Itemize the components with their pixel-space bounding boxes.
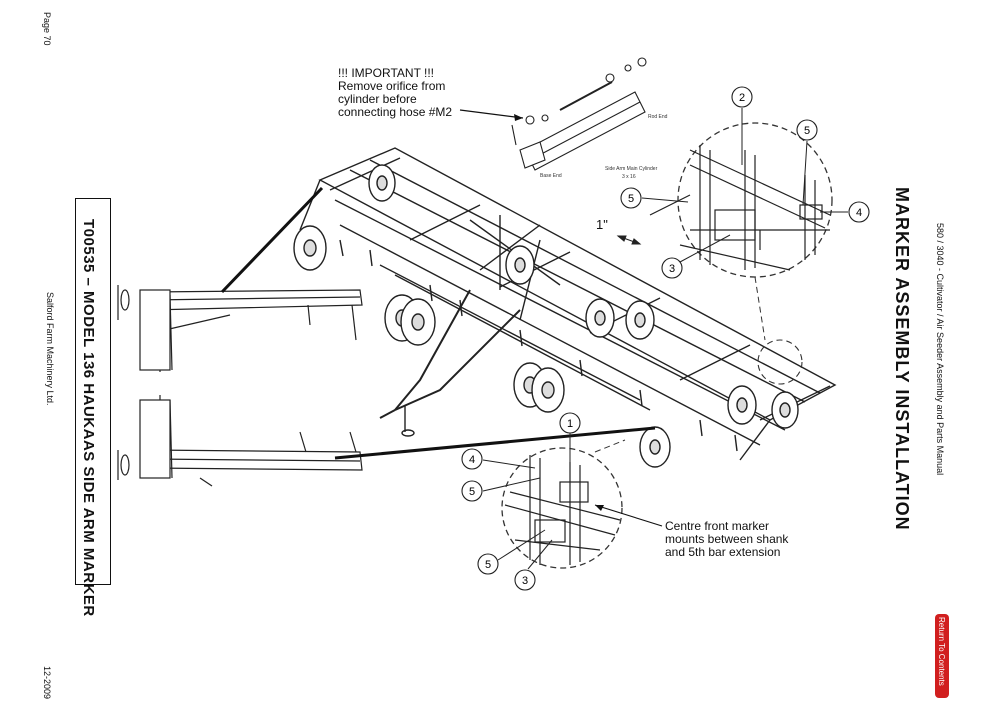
centre-note-arrow (595, 505, 604, 511)
side-arm-marker-lower (117, 395, 363, 487)
upper-marker-pointer (220, 186, 324, 294)
cylinder-label-size: 3 x 16 (622, 174, 636, 180)
callout-5-upper-right: 5 (804, 125, 810, 137)
important-note-line: connecting hose #M2 (338, 105, 453, 119)
centre-note-line: Centre front marker (665, 519, 770, 533)
callout-3-upper: 3 (669, 263, 675, 275)
callout-4-lower: 4 (469, 454, 475, 466)
hydraulic-cylinder-detail (511, 57, 647, 171)
centre-note-line: and 5th bar extension (665, 545, 781, 559)
important-note-line: Remove orifice from (338, 79, 446, 93)
return-to-contents-button[interactable] (935, 614, 949, 698)
centre-note-pointer (594, 504, 663, 527)
lower-marker-pointer (334, 426, 656, 460)
dimension-arrow (616, 235, 642, 245)
important-note-line: !!! IMPORTANT !!! (338, 66, 435, 80)
callout-5-lower-bottom: 5 (485, 559, 491, 571)
document-title-box (75, 198, 111, 585)
callout-5-lower-top: 5 (469, 486, 475, 498)
important-note-arrow (514, 114, 523, 121)
callout-5-upper-left: 5 (628, 193, 634, 205)
callout-2-upper: 2 (739, 92, 745, 104)
callout-1-lower: 1 (567, 418, 573, 430)
important-note: !!! IMPORTANT !!! Remove orifice from cy… (338, 67, 452, 119)
frame-wheels (293, 164, 799, 468)
lower-callouts: 1 4 5 5 3 (461, 412, 581, 591)
cultivator-frame (299, 147, 837, 461)
callout-4-upper: 4 (856, 207, 862, 219)
cylinder-label-rod: Rod End (648, 114, 668, 120)
upper-detail-view (649, 122, 833, 278)
side-arm-marker-upper (117, 285, 363, 372)
lower-detail-leader (594, 439, 626, 453)
important-note-line: cylinder before (338, 92, 417, 106)
upper-callouts: 2 5 5 4 3 (620, 86, 870, 279)
upper-detail-source (757, 339, 803, 385)
upper-detail-leader (754, 276, 766, 341)
callout-3-lower: 3 (522, 575, 528, 587)
important-note-pointer (459, 109, 524, 119)
cylinder-label-base: Base End (540, 173, 562, 179)
dimension-label: 1" (596, 217, 608, 232)
cylinder-label-main: Side Arm Main Cylinder (605, 166, 658, 172)
centre-note-line: mounts between shank (665, 532, 789, 546)
centre-marker-note: Centre front marker mounts between shank… (665, 520, 788, 559)
